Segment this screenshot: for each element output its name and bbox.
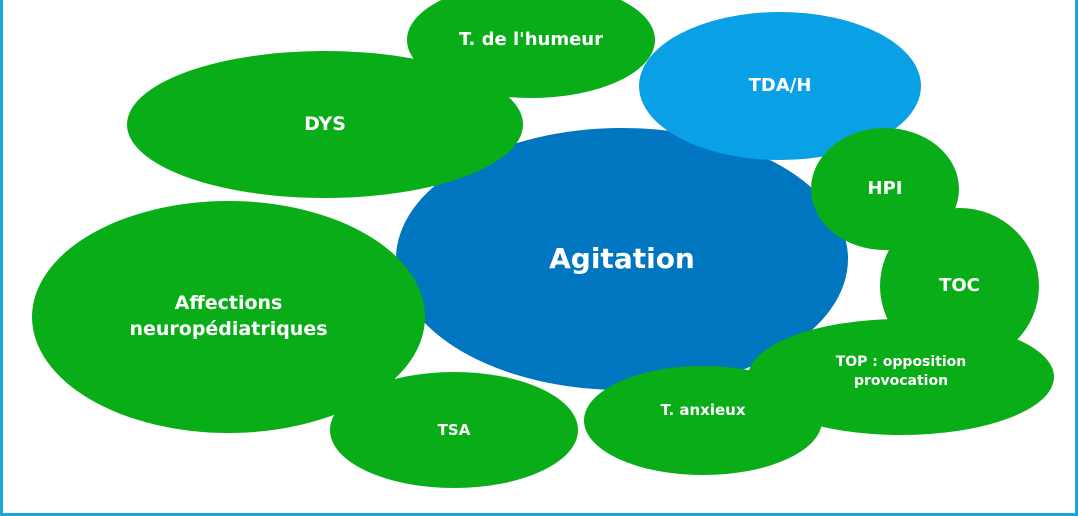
bubble-trouble-humeur: T. de l'humeur	[407, 0, 655, 98]
bubble-agitation-label: Agitation	[549, 242, 695, 276]
bubble-top-label: TOP : opposition provocation	[835, 354, 967, 389]
bubble-toc-label: TOC	[939, 274, 980, 296]
bubble-hpi-label: HPI	[867, 177, 903, 199]
bubble-anxieux-label: T. anxieux	[660, 401, 746, 420]
bubble-tdah-label: TDA/H	[748, 74, 812, 96]
bubble-affections-label: Affections neuropédiatriques	[129, 292, 328, 340]
bubble-top-opposition-provocation: TOP : opposition provocation	[748, 319, 1054, 435]
bubble-humeur-label: T. de l'humeur	[459, 28, 603, 50]
bubble-tsa-label: TSA	[437, 420, 471, 439]
bubble-tsa: TSA	[330, 372, 578, 488]
bubble-dys-label: DYS	[304, 112, 346, 135]
